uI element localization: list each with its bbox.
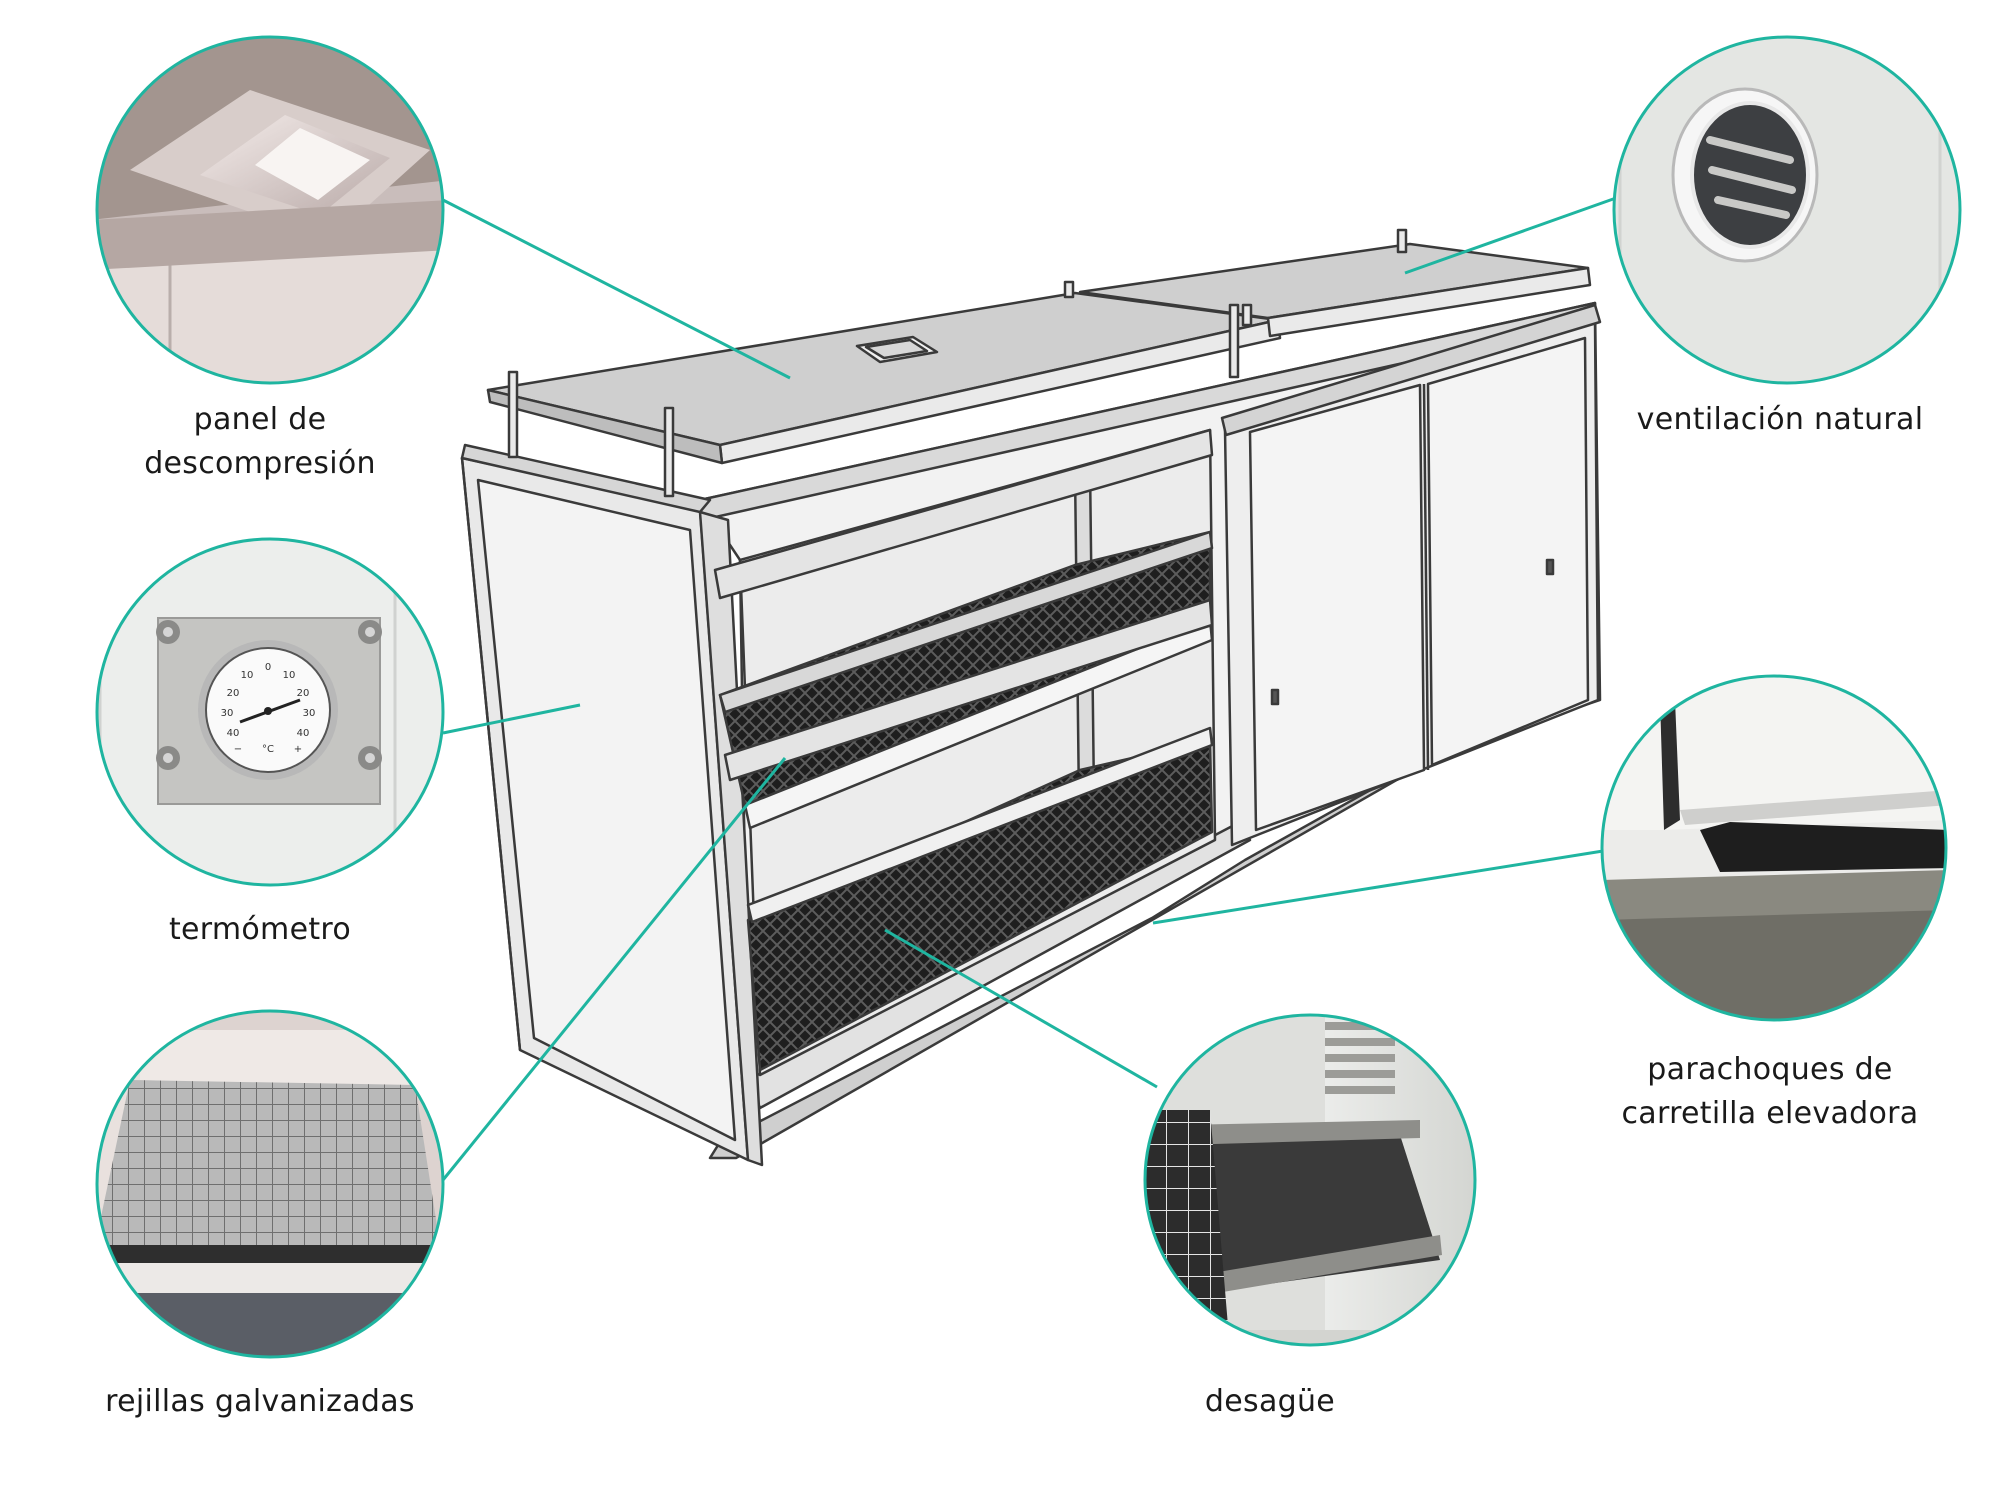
leader-ventilacion [1404,196,1617,275]
label-rejillas-galvanizadas: rejillas galvanizadas [105,1384,415,1419]
label-panel-descompresion: panel de descompresión [144,402,376,481]
leader-parachoques [1152,849,1604,925]
storage-container-illustration [460,228,1602,1167]
leader-termometro [442,703,581,735]
thermo-unit: °C [262,744,274,755]
photo-desague [1143,1013,1477,1347]
photo-panel-descompresion [95,35,445,385]
label-termometro: termómetro [168,912,352,947]
thermo-tick-right-30: 30 [303,708,316,719]
thermo-tick-left-40: 40 [227,728,240,739]
leader-desague [884,928,1158,1089]
photo-rejillas-galvanizadas [95,1009,445,1359]
thermo-tick-left-10: 10 [241,670,254,681]
thermo-tick-right-10: 10 [283,670,296,681]
leader-lines [441,196,1617,1181]
thermo-tick-left-20: 20 [227,688,240,699]
thermo-plus: + [294,744,302,755]
photo-parachoques [1600,674,1948,1022]
thermo-tick-right-40: 40 [297,728,310,739]
photo-ventilacion-natural [1612,35,1962,385]
label-desague: desagüe [1204,1384,1336,1419]
leader-panel [442,198,791,380]
leader-rejillas [441,757,787,1181]
thermo-tick-zero: 0 [265,662,271,673]
thermo-tick-left-30: 30 [221,708,234,719]
thermo-tick-right-20: 20 [297,688,310,699]
label-ventilacion-natural: ventilación natural [1636,402,1924,437]
photo-termometro: 10 20 30 40 0 10 20 30 40 °C − + [95,537,445,887]
label-parachoques: parachoques de carretilla elevadora [1621,1052,1919,1131]
thermo-minus: − [234,744,242,755]
